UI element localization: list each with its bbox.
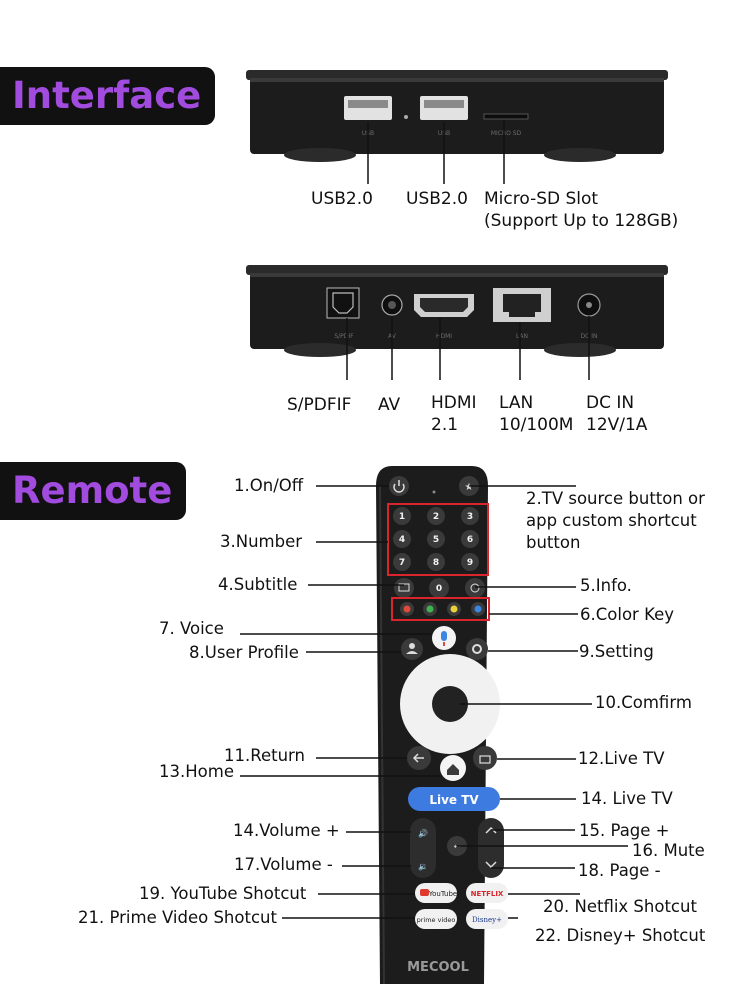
svg-text:★: ★: [465, 482, 474, 493]
numpad-key-label-6: 6: [467, 535, 473, 545]
numpad-keys: 1 2 3 4 5 6 7 8 9: [393, 507, 479, 571]
tv-box-side-view: USB USB MICRO SD: [246, 70, 668, 162]
disney-key: [466, 909, 508, 929]
volume-rocker: [410, 818, 436, 878]
brand-logo: MECOOL: [407, 960, 469, 975]
numpad-key-1: [393, 507, 411, 525]
label-tv-source-2: app custom shortcut: [526, 511, 697, 530]
lan-speed-label: 10/100M: [499, 415, 574, 435]
numpad-key-7: [393, 553, 411, 571]
label-home: 13.Home: [159, 762, 234, 781]
label-confirm: 10.Comfirm: [595, 693, 692, 712]
youtube-key: [415, 883, 457, 903]
prime-key: [415, 909, 457, 929]
setting-button: [466, 638, 488, 660]
label-disney: 22. Disney+ Shotcut: [535, 926, 706, 945]
numpad-key-label-3: 3: [467, 512, 473, 522]
sd-marking: MICRO SD: [491, 130, 522, 137]
page-rocker: [478, 818, 504, 878]
hdmi-label: HDMI: [431, 393, 477, 413]
hdmi-port: HDMI: [414, 294, 474, 340]
micro-sd-capacity-label: (Support Up to 128GB): [484, 211, 679, 231]
numpad-key-8: [427, 553, 445, 571]
svg-text:🔉: 🔉: [418, 862, 428, 871]
label-volume-up: 14.Volume +: [233, 821, 340, 840]
label-netflix: 20. Netflix Shotcut: [543, 897, 697, 916]
label-tv-source-1: 2.TV source button or: [526, 489, 705, 508]
label-mute: 16. Mute: [632, 841, 705, 860]
disney-key-label: Disney+: [472, 916, 502, 924]
label-subtitle: 4.Subtitle: [218, 575, 298, 594]
label-number: 3.Number: [220, 532, 303, 551]
spdif-label: S/PDFIF: [287, 395, 352, 415]
label-volume-down: 17.Volume -: [234, 855, 333, 874]
numpad-key-label-5: 5: [433, 535, 439, 545]
label-live-tv-14: 14. Live TV: [581, 789, 673, 808]
numpad-key-label-7: 7: [399, 558, 405, 568]
lan-port: LAN: [493, 288, 551, 340]
label-return: 11.Return: [224, 746, 305, 765]
label-color-key: 6.Color Key: [580, 605, 674, 624]
hdmi-marking: HDMI: [436, 333, 452, 340]
label-user-profile: 8.User Profile: [189, 643, 299, 662]
tv-box-rear-view: S/PDIF AV HDMI LAN DC IN: [246, 265, 668, 357]
numpad-key-2: [427, 507, 445, 525]
section-title-interface: Interface: [0, 67, 216, 125]
numpad-key-label-9: 9: [467, 558, 473, 568]
label-voice: 7. Voice: [159, 619, 224, 638]
usb1-label: USB2.0: [311, 189, 373, 209]
netflix-key: [466, 883, 508, 903]
color-keys-highlight: [391, 597, 490, 621]
hdmi-version-label: 2.1: [431, 415, 459, 435]
usb2-label: USB2.0: [406, 189, 468, 209]
numpad-key-label-4: 4: [399, 535, 405, 545]
label-live-tv-12: 12.Live TV: [578, 749, 665, 768]
numpad-key-label-1: 1: [399, 512, 405, 522]
live-tv-pill-label: Live TV: [429, 793, 479, 807]
spdif-port: S/PDIF: [326, 287, 360, 340]
label-prime: 21. Prime Video Shotcut: [78, 908, 277, 927]
micro-sd-slot: MICRO SD: [483, 113, 529, 137]
zero-key-label: 0: [436, 584, 442, 594]
micro-sd-label: Micro-SD Slot: [484, 189, 599, 209]
dc-in-spec-label: 12V/1A: [586, 415, 648, 435]
numpad-key-6: [461, 530, 479, 548]
lan-marking: LAN: [516, 333, 528, 340]
live-tv-pill: [408, 787, 500, 811]
numpad-key-3: [461, 507, 479, 525]
section-title-remote: Remote: [0, 462, 187, 520]
confirm-button: [432, 686, 468, 722]
prime-key-label: prime video: [417, 916, 456, 924]
label-info: 5.Info.: [580, 576, 632, 595]
label-page-down: 18. Page -: [578, 861, 661, 880]
label-youtube: 19. YouTube Shotcut: [139, 884, 307, 903]
label-setting: 9.Setting: [579, 642, 654, 661]
remote-control: ★ 1 2 3 4 5 6 7 8 9 0: [376, 466, 508, 984]
numpad-key-label-8: 8: [433, 558, 439, 568]
av-label: AV: [378, 395, 401, 415]
interface-leader-lines: [346, 120, 590, 380]
label-on-off: 1.On/Off: [234, 476, 304, 495]
dc-in-label: DC IN: [586, 393, 635, 413]
netflix-key-label: NETFLIX: [471, 890, 504, 898]
svg-text:🔊: 🔊: [418, 828, 428, 838]
remote-leader-lines: [240, 485, 628, 919]
label-page-up: 15. Page +: [579, 821, 670, 840]
numpad-key-9: [461, 553, 479, 571]
zero-button: [429, 578, 449, 598]
lan-label: LAN: [499, 393, 534, 413]
live-tv-icon-button: [473, 746, 497, 770]
numpad-key-4: [393, 530, 411, 548]
info-button: [465, 578, 485, 598]
spdif-marking: S/PDIF: [334, 333, 354, 340]
numpad-highlight: [387, 503, 489, 576]
youtube-key-label: YouTube: [428, 890, 457, 898]
numpad-key-label-2: 2: [433, 512, 439, 522]
subtitle-button: [394, 578, 414, 598]
numpad-key-5: [427, 530, 445, 548]
label-tv-source-3: button: [526, 533, 581, 552]
